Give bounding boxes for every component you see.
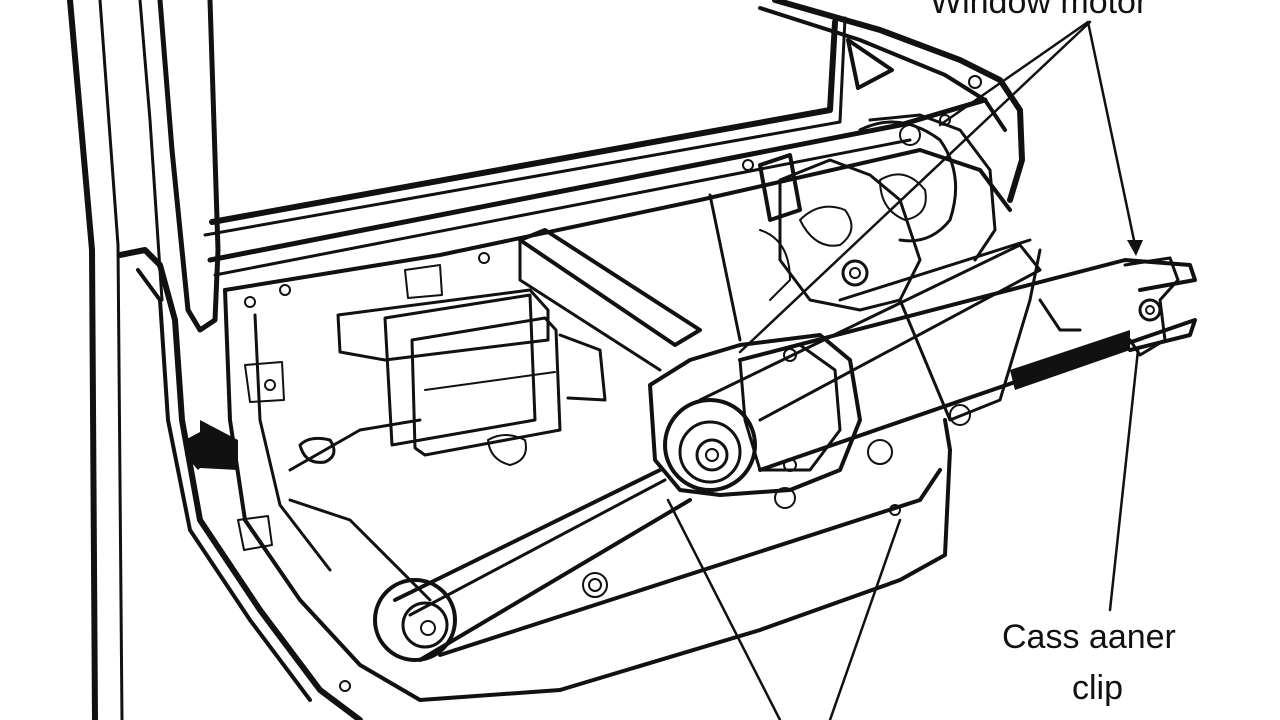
cable-drum — [648, 333, 893, 509]
regulator-rail — [518, 153, 802, 372]
cable-carrier-clip — [1123, 256, 1180, 357]
window-frame — [203, 0, 1025, 277]
window-motor-label: Window motor — [930, 0, 1148, 21]
door-shell — [67, 0, 363, 720]
control-module — [336, 264, 607, 466]
leader-lines — [666, 20, 1143, 720]
lower-pulley — [373, 572, 608, 662]
regulator-cables — [393, 238, 1197, 662]
window-motor — [759, 75, 997, 312]
inner-door-panel — [185, 148, 1012, 702]
mounting-holes — [244, 159, 901, 692]
cable-carrier-clip-label-line1: Cass aaner — [1002, 618, 1176, 656]
cable-carrier-clip-label-line2: clip — [1072, 669, 1124, 707]
